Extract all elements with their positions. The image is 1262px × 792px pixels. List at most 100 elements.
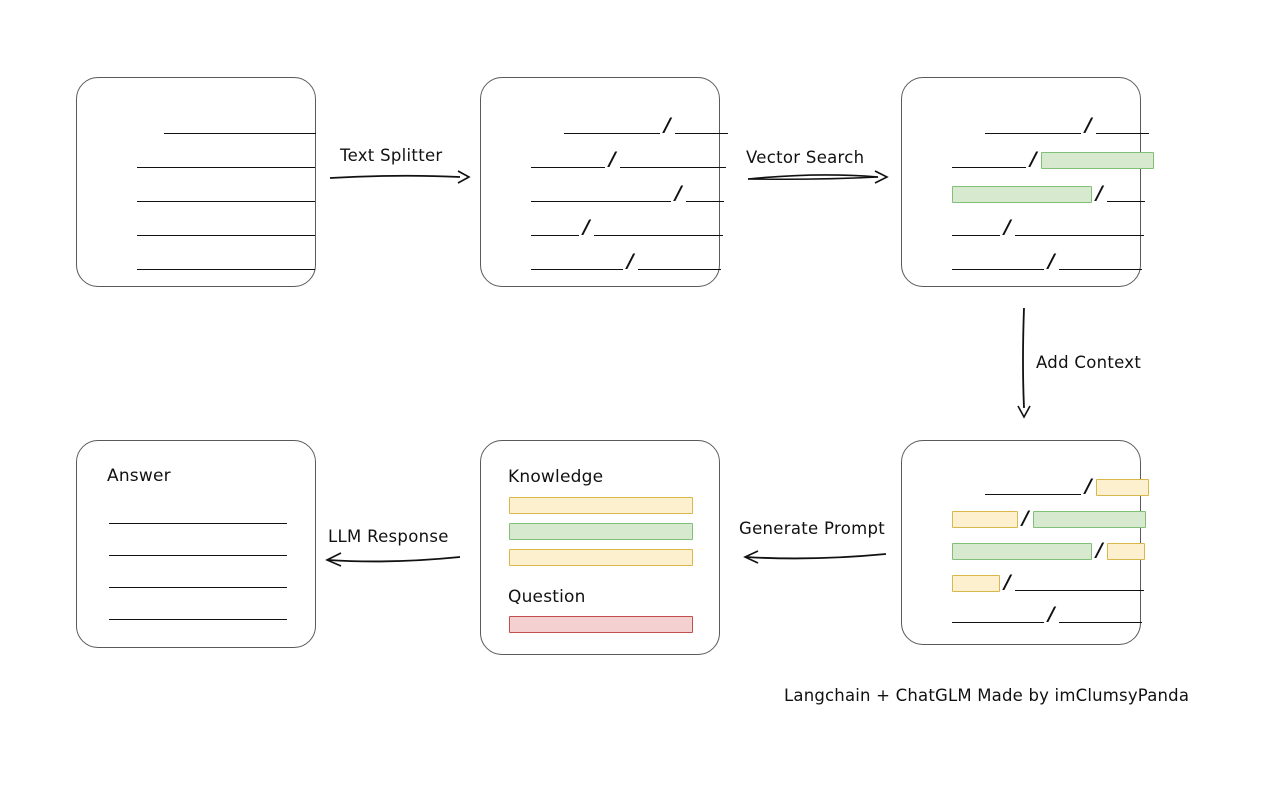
content-row	[137, 252, 315, 272]
separator-slash: /	[1004, 215, 1011, 238]
prompt-bar-red	[509, 616, 693, 633]
arrow-label-vector-search: Vector Search	[746, 148, 865, 167]
text-line	[985, 494, 1081, 495]
text-line	[531, 269, 623, 270]
separator-slash: /	[1085, 113, 1092, 136]
text-line	[1058, 622, 1142, 623]
text-line	[109, 619, 287, 620]
vector-search-arrow-icon	[747, 170, 889, 184]
question-label: Question	[508, 587, 586, 607]
text-line	[137, 269, 315, 270]
text-line	[674, 133, 728, 134]
highlight-chip-yellow	[952, 574, 1000, 592]
separator-slash: /	[609, 147, 616, 170]
prompt-bar-yellow	[509, 549, 693, 566]
prompt-bar-green	[509, 523, 693, 540]
text-line	[531, 235, 579, 236]
content-row	[137, 218, 315, 238]
separator-slash: /	[1048, 249, 1055, 272]
text-line	[137, 201, 315, 202]
text-line	[531, 201, 671, 202]
text-line	[619, 167, 726, 168]
content-row	[164, 116, 316, 136]
text-splitter-arrow-icon	[329, 170, 471, 184]
text-line	[637, 269, 721, 270]
knowledge-label: Knowledge	[508, 467, 604, 487]
text-line	[1106, 201, 1145, 202]
answer-label: Answer	[107, 466, 171, 486]
content-row: /	[952, 147, 1154, 170]
generate-prompt-arrow-icon	[743, 550, 887, 564]
text-line	[564, 133, 660, 134]
text-line	[952, 622, 1044, 623]
text-line	[952, 269, 1044, 270]
llm-answer-box[interactable]: Answer	[76, 440, 316, 648]
text-line	[1095, 133, 1149, 134]
content-row: /	[952, 538, 1145, 561]
highlight-chip-green	[952, 542, 1092, 560]
separator-slash: /	[1048, 602, 1055, 625]
content-row: /	[952, 506, 1146, 529]
content-row	[137, 150, 315, 170]
text-line	[1014, 590, 1144, 591]
content-row: /	[531, 147, 726, 170]
content-row: /	[985, 474, 1149, 497]
text-line	[109, 587, 287, 588]
separator-slash: /	[1096, 538, 1103, 561]
content-row: /	[952, 181, 1145, 204]
separator-slash: /	[675, 181, 682, 204]
answer-lines	[77, 441, 315, 647]
content-row: /	[531, 181, 724, 204]
highlight-chip-yellow	[1106, 542, 1145, 560]
arrow-label-generate-prompt: Generate Prompt	[739, 519, 885, 538]
content-row: /	[952, 570, 1144, 593]
context-added-box[interactable]: / / / / /	[901, 440, 1149, 645]
split-chunks-rows: / / / / /	[481, 78, 728, 286]
highlight-chip-green	[1040, 151, 1154, 169]
separator-slash: /	[1022, 506, 1029, 529]
text-line	[593, 235, 723, 236]
text-line	[685, 201, 724, 202]
text-line	[137, 235, 315, 236]
arrow-label-llm-response: LLM Response	[328, 527, 449, 546]
content-row: /	[952, 215, 1144, 238]
highlight-chip-yellow	[1095, 478, 1149, 496]
text-line	[109, 523, 287, 524]
separator-slash: /	[1085, 474, 1092, 497]
content-row: /	[531, 217, 723, 238]
diagram-caption: Langchain + ChatGLM Made by imClumsyPand…	[784, 686, 1190, 705]
vector-search-results-rows: / / / / /	[902, 78, 1154, 286]
source-document-rows	[77, 78, 316, 286]
vector-search-results-box[interactable]: / / / / /	[901, 77, 1154, 287]
text-line	[952, 167, 1026, 168]
content-row: /	[952, 602, 1142, 625]
text-line	[1014, 235, 1144, 236]
text-line	[1058, 269, 1142, 270]
source-document-box[interactable]	[76, 77, 316, 287]
text-line	[109, 555, 287, 556]
highlight-chip-green	[1032, 510, 1146, 528]
text-line	[164, 133, 316, 134]
content-row: /	[985, 113, 1149, 136]
text-line	[531, 167, 605, 168]
highlight-chip-yellow	[952, 510, 1018, 528]
arrow-label-text-splitter: Text Splitter	[340, 146, 443, 165]
add-context-arrow-icon	[1017, 307, 1031, 419]
content-row: /	[952, 249, 1142, 272]
separator-slash: /	[1004, 570, 1011, 593]
separator-slash: /	[664, 113, 671, 136]
arrow-label-add-context: Add Context	[1036, 353, 1142, 372]
context-added-rows: / / / / /	[902, 441, 1149, 644]
separator-slash: /	[1096, 181, 1103, 204]
content-row	[137, 184, 315, 204]
split-chunks-box[interactable]: / / / / /	[480, 77, 728, 287]
text-line	[952, 235, 1000, 236]
separator-slash: /	[627, 249, 634, 272]
generated-prompt-box[interactable]: Knowledge Question	[480, 440, 720, 655]
content-row: /	[531, 249, 721, 272]
text-line	[985, 133, 1081, 134]
prompt-bar-yellow	[509, 497, 693, 514]
llm-response-arrow-icon	[325, 552, 461, 567]
separator-slash: /	[1030, 147, 1037, 170]
